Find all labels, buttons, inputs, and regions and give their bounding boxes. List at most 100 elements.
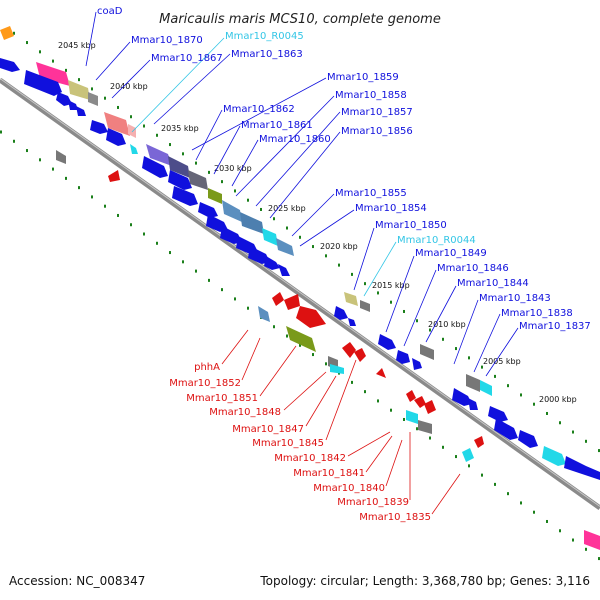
gene-label[interactable]: Mmar10_1835 [359,473,461,523]
scale-label: 2045 kbp [58,41,96,50]
gene-label[interactable]: Mmar10_1841 [293,435,393,479]
gene-label[interactable]: Mmar10_1861 [213,120,313,175]
gene-label-text: Mmar10_1846 [437,263,509,274]
scale-label: 2035 kbp [161,124,199,133]
gene-label[interactable]: Mmar10_1839 [337,432,411,508]
gene-feature [474,436,484,448]
gene-label[interactable]: Mmar10_1845 [252,359,357,449]
scale-tick [403,417,405,421]
scale-tick [247,198,249,202]
gene-feature [542,446,566,466]
scale-tick [143,232,145,236]
scale-tick [273,325,275,329]
gene-label[interactable]: Mmar10_1840 [313,439,403,494]
gene-feature [24,70,62,96]
gene-label-text: Mmar10_1850 [375,220,447,231]
scale-tick [481,365,483,369]
scale-tick [429,328,431,332]
gene-label[interactable]: Mmar10_1870 [95,35,203,81]
gene-label[interactable]: coaD [85,6,123,67]
forward-labels: coaD Mmar10_1870 Mmar10_R0045 Mmar10_186… [85,6,591,377]
gene-feature [68,100,78,110]
gene-label[interactable]: Mmar10_1855 [291,188,407,237]
gene-feature [414,396,426,408]
gene-label[interactable]: Mmar10_1847 [232,375,337,435]
scale-tick [13,139,15,143]
gene-feature [354,348,366,362]
scale-tick [507,384,509,388]
gene-label-text: Mmar10_1835 [359,512,431,523]
gene-label[interactable]: Mmar10_1862 [195,104,295,161]
forward-strand-features [0,26,600,550]
scale-tick [195,161,197,165]
gene-label[interactable]: Mmar10_1851 [186,345,297,404]
scale-tick [91,195,93,199]
scale-tick [286,226,288,230]
gene-label[interactable]: Mmar10_1846 [403,263,509,347]
scale-tick [442,445,444,449]
gene-label[interactable]: Mmar10_1842 [274,431,391,464]
scale-tick [377,291,379,295]
gene-label-text: Mmar10_1839 [337,497,409,508]
gene-label[interactable]: Mmar10_1849 [385,248,487,333]
gene-label[interactable]: phhA [194,329,249,373]
scale-label: 2030 kbp [214,164,252,173]
gene-feature [240,212,264,234]
gene-label-text: Mmar10_1861 [241,120,313,131]
scale-tick [260,207,262,211]
gene-label[interactable]: Mmar10_1860 [231,134,331,187]
scale-tick [78,78,80,82]
gene-label[interactable]: Mmar10_1838 [473,308,573,373]
scale-label: 2025 kbp [268,204,306,213]
gene-label[interactable]: Mmar10_1843 [453,293,551,365]
scale-tick [234,189,236,193]
scale-tick [390,300,392,304]
gene-label[interactable]: Mmar10_1858 [235,90,407,197]
gene-feature [284,294,300,310]
scale-tick [169,251,171,255]
gene-feature [406,390,416,402]
gene-label[interactable]: Mmar10_R0045 [131,31,304,133]
gene-label[interactable]: Mmar10_1867 [111,53,223,99]
scale-tick [91,87,93,91]
gene-label[interactable]: Mmar10_1848 [209,371,327,418]
scale-tick [286,334,288,338]
scale-tick [364,390,366,394]
gene-label[interactable]: Mmar10_1856 [269,126,413,219]
gene-label[interactable]: Mmar10_1863 [153,49,303,125]
gene-label[interactable]: Mmar10_1857 [255,107,413,207]
gene-feature [258,306,270,322]
gene-label-text: Mmar10_1863 [231,49,303,60]
gene-feature [248,246,270,264]
gene-label[interactable]: Mmar10_1837 [485,321,591,377]
gene-feature [208,188,222,204]
scale-tick [546,519,548,523]
scale-labels: 2045 kbp 2040 kbp 2035 kbp 2030 kbp 2025… [58,41,577,404]
gene-feature [90,120,108,134]
gene-label[interactable]: Mmar10_1852 [169,337,261,389]
gene-label[interactable]: Mmar10_R0044 [363,235,476,297]
scale-tick [598,557,600,561]
scale-tick [572,430,574,434]
gene-feature [220,226,242,244]
scale-tick [585,547,587,551]
gene-label-text: Mmar10_1852 [169,378,241,389]
scale-tick [156,241,158,245]
gene-feature [420,344,434,360]
accession-text: Accession: NC_008347 [9,574,146,588]
gene-label[interactable]: Mmar10_1850 [353,220,447,291]
gene-label[interactable]: Mmar10_1859 [191,72,399,151]
scale-tick [559,421,561,425]
scale-tick [26,149,28,153]
scale-tick [572,538,574,542]
gene-label[interactable]: Mmar10_1844 [425,278,529,343]
gene-label-text: Mmar10_1845 [252,438,324,449]
gene-feature [278,264,290,276]
scale-tick [0,130,2,134]
scale-label: 2000 kbp [539,395,577,404]
scale-tick [520,501,522,505]
gene-feature [296,306,326,328]
gene-label[interactable]: Mmar10_1854 [299,203,427,247]
gene-label-text: Mmar10_1847 [232,424,304,435]
scale-tick [13,31,15,35]
